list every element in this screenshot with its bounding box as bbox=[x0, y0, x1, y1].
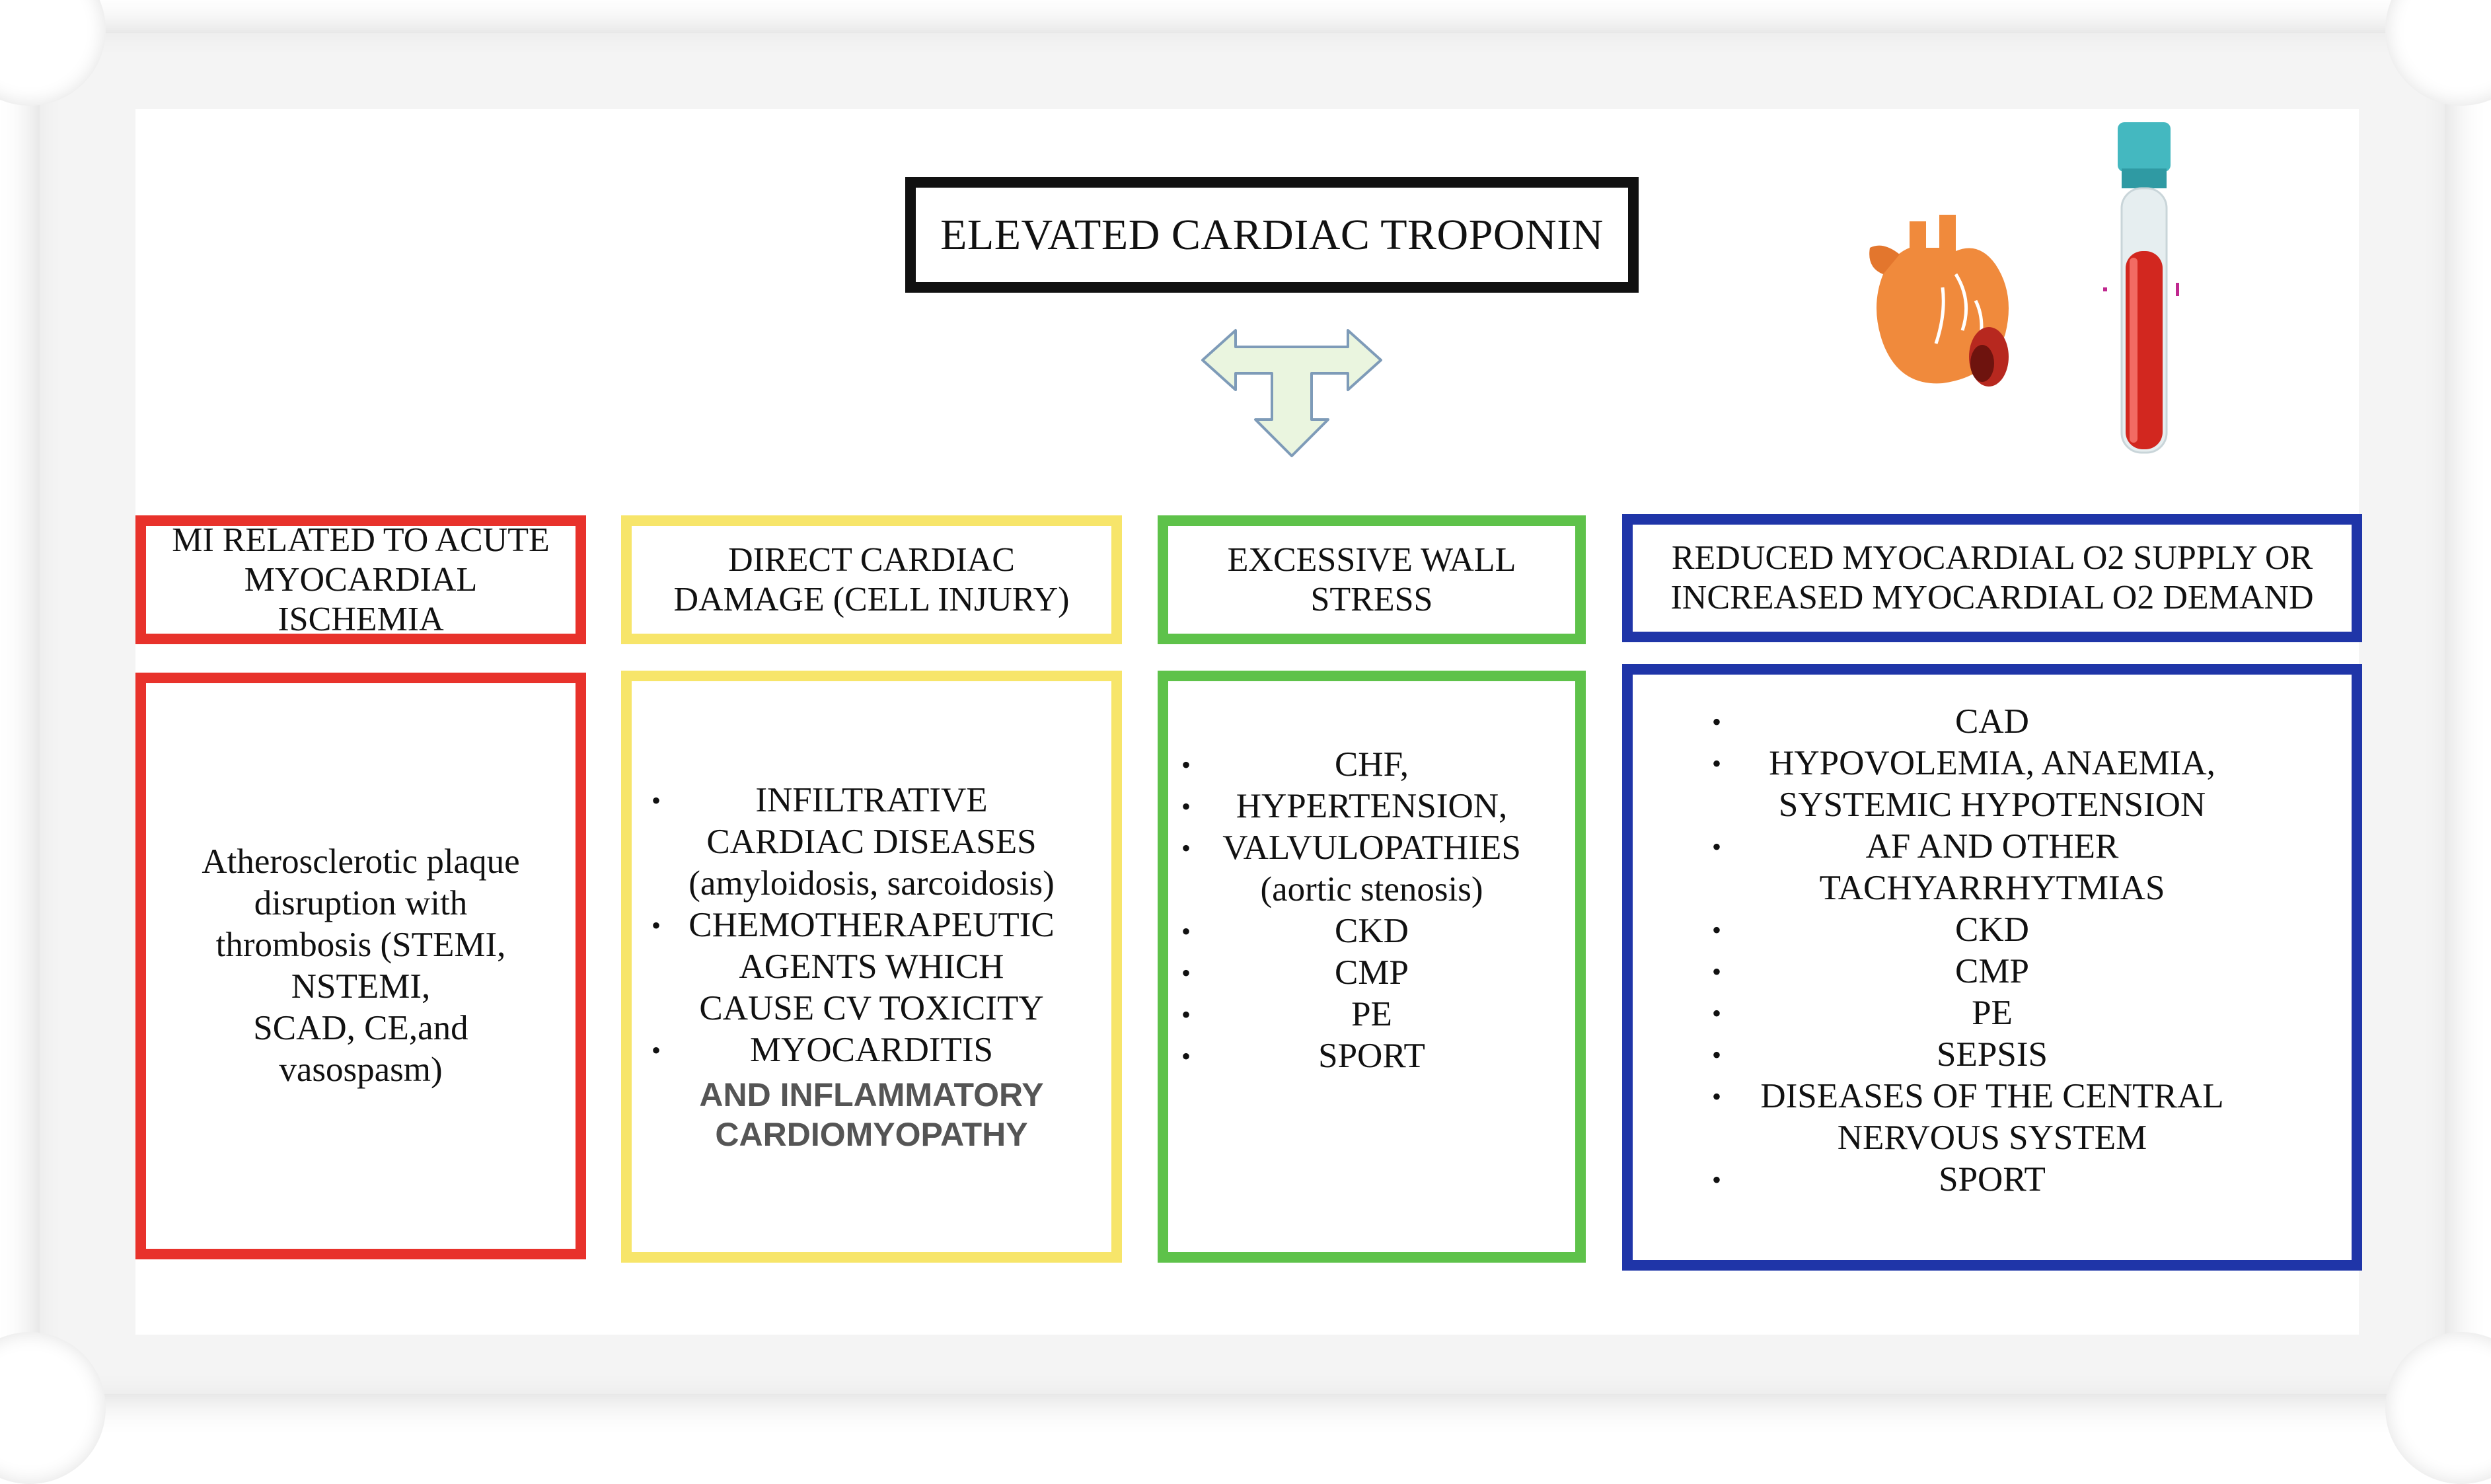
list-item: • DISEASES OF THE CENTRAL NERVOUS SYSTEM bbox=[1633, 1076, 2352, 1159]
body-line: disruption with bbox=[254, 884, 468, 922]
item-line: VALVULOPATHIES bbox=[1222, 829, 1521, 867]
bullet-icon: • bbox=[1712, 707, 1722, 737]
list-item: • CMP bbox=[1633, 951, 2352, 992]
extra-line: AND INFLAMMATORY bbox=[699, 1076, 1044, 1113]
bullet-icon: • bbox=[1712, 998, 1722, 1028]
list-item: • CAD bbox=[1633, 701, 2352, 743]
item-line: CHF, bbox=[1334, 745, 1409, 784]
item-line: CKD bbox=[1335, 912, 1409, 950]
header-excessive-wall-stress: EXCESSIVE WALL STRESS bbox=[1158, 515, 1586, 644]
item-line: PE bbox=[1351, 995, 1392, 1033]
item-line: CMP bbox=[1335, 953, 1409, 992]
bullet-icon: • bbox=[1712, 832, 1722, 862]
body-line: vasospasm) bbox=[279, 1051, 443, 1089]
item-line: SPORT bbox=[1318, 1037, 1425, 1075]
list-item: • SEPSIS bbox=[1633, 1034, 2352, 1076]
bullet-icon: • bbox=[1181, 792, 1191, 821]
header-line: INCREASED MYOCARDIAL O2 DEMAND bbox=[1670, 579, 2314, 616]
item-line: CHEMOTHERAPEUTIC bbox=[688, 905, 1055, 944]
header-line: DIRECT CARDIAC bbox=[728, 540, 1015, 579]
list-item: • INFILTRATIVE CARDIAC DISEASES (amyloid… bbox=[632, 780, 1111, 905]
body-line: thrombosis (STEMI, bbox=[215, 926, 506, 964]
item-line: TACHYARRHYTMIAS bbox=[1819, 869, 2165, 907]
list-item: • SPORT bbox=[1633, 1159, 2352, 1201]
item-line: CMP bbox=[1955, 952, 2029, 990]
item-line: MYOCARDITIS bbox=[749, 1030, 994, 1069]
bullet-icon: • bbox=[651, 785, 661, 815]
bullet-icon: • bbox=[651, 1035, 661, 1065]
list-item: • HYPOVOLEMIA, ANAEMIA, SYSTEMIC HYPOTENSI… bbox=[1633, 743, 2352, 826]
item-line: DISEASES OF THE CENTRAL bbox=[1760, 1077, 2224, 1115]
item-line: NERVOUS SYSTEM bbox=[1837, 1119, 2147, 1157]
body-line: Atherosclerotic plaque bbox=[202, 842, 520, 881]
item-line: AF AND OTHER bbox=[1865, 827, 2119, 866]
diagram-title: ELEVATED CARDIAC TROPONIN bbox=[940, 210, 1604, 259]
bullet-icon: • bbox=[1181, 1000, 1191, 1029]
list-item: • CHEMOTHERAPEUTIC AGENTS WHICH CAUSE CV… bbox=[632, 905, 1111, 1029]
item-line: HYPOVOLEMIA, ANAEMIA, bbox=[1769, 744, 2215, 782]
bullet-icon: • bbox=[1712, 1040, 1722, 1070]
list-item: • PE bbox=[1168, 994, 1575, 1035]
bullet-icon: • bbox=[1181, 1041, 1191, 1071]
body-o2-supply-demand: • CAD • HYPOVOLEMIA, ANAEMIA, SYSTEMIC HYPO… bbox=[1622, 664, 2362, 1271]
header-line: EXCESSIVE WALL bbox=[1227, 540, 1516, 579]
body-mi-acute-ischemia: Atherosclerotic plaque disruption with t… bbox=[135, 673, 586, 1259]
item-line: CAUSE CV TOXICITY bbox=[699, 988, 1044, 1027]
item-line: INFILTRATIVE bbox=[755, 780, 988, 819]
item-line: CAD bbox=[1955, 702, 2029, 741]
header-direct-cardiac-damage: DIRECT CARDIAC DAMAGE (CELL INJURY) bbox=[621, 515, 1122, 644]
bullet-list: • INFILTRATIVE CARDIAC DISEASES (amyloid… bbox=[632, 780, 1111, 1071]
bullet-icon: • bbox=[1181, 833, 1191, 863]
header-line: MI RELATED TO ACUTE bbox=[172, 521, 550, 559]
list-item: • CHF, bbox=[1168, 744, 1575, 786]
extra-line: CARDIOMYOPATHY bbox=[715, 1115, 1028, 1153]
list-item: • CMP bbox=[1168, 952, 1575, 994]
bullet-icon: • bbox=[1712, 1082, 1722, 1111]
header-line: STRESS bbox=[1310, 580, 1433, 618]
item-line: CKD bbox=[1955, 910, 2029, 949]
bullet-icon: • bbox=[1712, 749, 1722, 778]
list-item: • PE bbox=[1633, 992, 2352, 1034]
item-line: (amyloidosis, sarcoidosis) bbox=[688, 864, 1055, 903]
list-item: • CKD bbox=[1168, 910, 1575, 952]
bullet-list: • CHF, • HYPERTENSION, • VALVULOPATHIES(aor… bbox=[1168, 744, 1575, 1077]
header-o2-supply-demand: REDUCED MYOCARDIAL O2 SUPPLY OR INCREASE… bbox=[1622, 514, 2362, 642]
list-item: • SPORT bbox=[1168, 1035, 1575, 1077]
header-line: MYOCARDIAL ISCHEMIA bbox=[244, 560, 478, 638]
body-line: SCAD, CE,and bbox=[253, 1009, 468, 1047]
bullet-icon: • bbox=[1181, 916, 1191, 946]
item-line: SEPSIS bbox=[1937, 1035, 2048, 1074]
header-mi-acute-ischemia: MI RELATED TO ACUTE MYOCARDIAL ISCHEMIA bbox=[135, 515, 586, 644]
t-arrow-icon bbox=[1201, 329, 1382, 457]
item-line: SYSTEMIC HYPOTENSION bbox=[1778, 786, 2206, 824]
item-line: HYPERTENSION, bbox=[1236, 787, 1508, 825]
header-line: DAMAGE (CELL INJURY) bbox=[673, 580, 1070, 618]
bullet-icon: • bbox=[1712, 915, 1722, 945]
list-item: • VALVULOPATHIES(aortic stenosis) bbox=[1168, 827, 1575, 910]
item-line: (aortic stenosis) bbox=[1260, 870, 1483, 909]
list-item: • MYOCARDITIS bbox=[632, 1029, 1111, 1071]
bullet-icon: • bbox=[651, 910, 661, 940]
item-line: CARDIAC DISEASES bbox=[706, 822, 1037, 861]
title-box: ELEVATED CARDIAC TROPONIN bbox=[905, 177, 1639, 293]
bullet-icon: • bbox=[1712, 957, 1722, 986]
blood-tube-icon bbox=[2103, 122, 2179, 454]
bullet-icon: • bbox=[1181, 750, 1191, 780]
bullet-icon: • bbox=[1712, 1165, 1722, 1195]
heart-icon bbox=[1869, 215, 2009, 387]
item-line: AGENTS WHICH bbox=[739, 947, 1004, 986]
bullet-list: • CAD • HYPOVOLEMIA, ANAEMIA, SYSTEMIC HYPO… bbox=[1633, 701, 2352, 1201]
item-line: PE bbox=[1972, 994, 2013, 1032]
bullet-icon: • bbox=[1181, 958, 1191, 988]
item-line: SPORT bbox=[1939, 1160, 2046, 1199]
list-item: • CKD bbox=[1633, 909, 2352, 951]
body-excessive-wall-stress: • CHF, • HYPERTENSION, • VALVULOPATHIES(aor… bbox=[1158, 671, 1586, 1263]
body-direct-cardiac-damage: • INFILTRATIVE CARDIAC DISEASES (amyloid… bbox=[621, 671, 1122, 1263]
list-item: • HYPERTENSION, bbox=[1168, 786, 1575, 827]
header-line: REDUCED MYOCARDIAL O2 SUPPLY OR bbox=[1671, 539, 2313, 577]
body-line: NSTEMI, bbox=[291, 967, 431, 1006]
